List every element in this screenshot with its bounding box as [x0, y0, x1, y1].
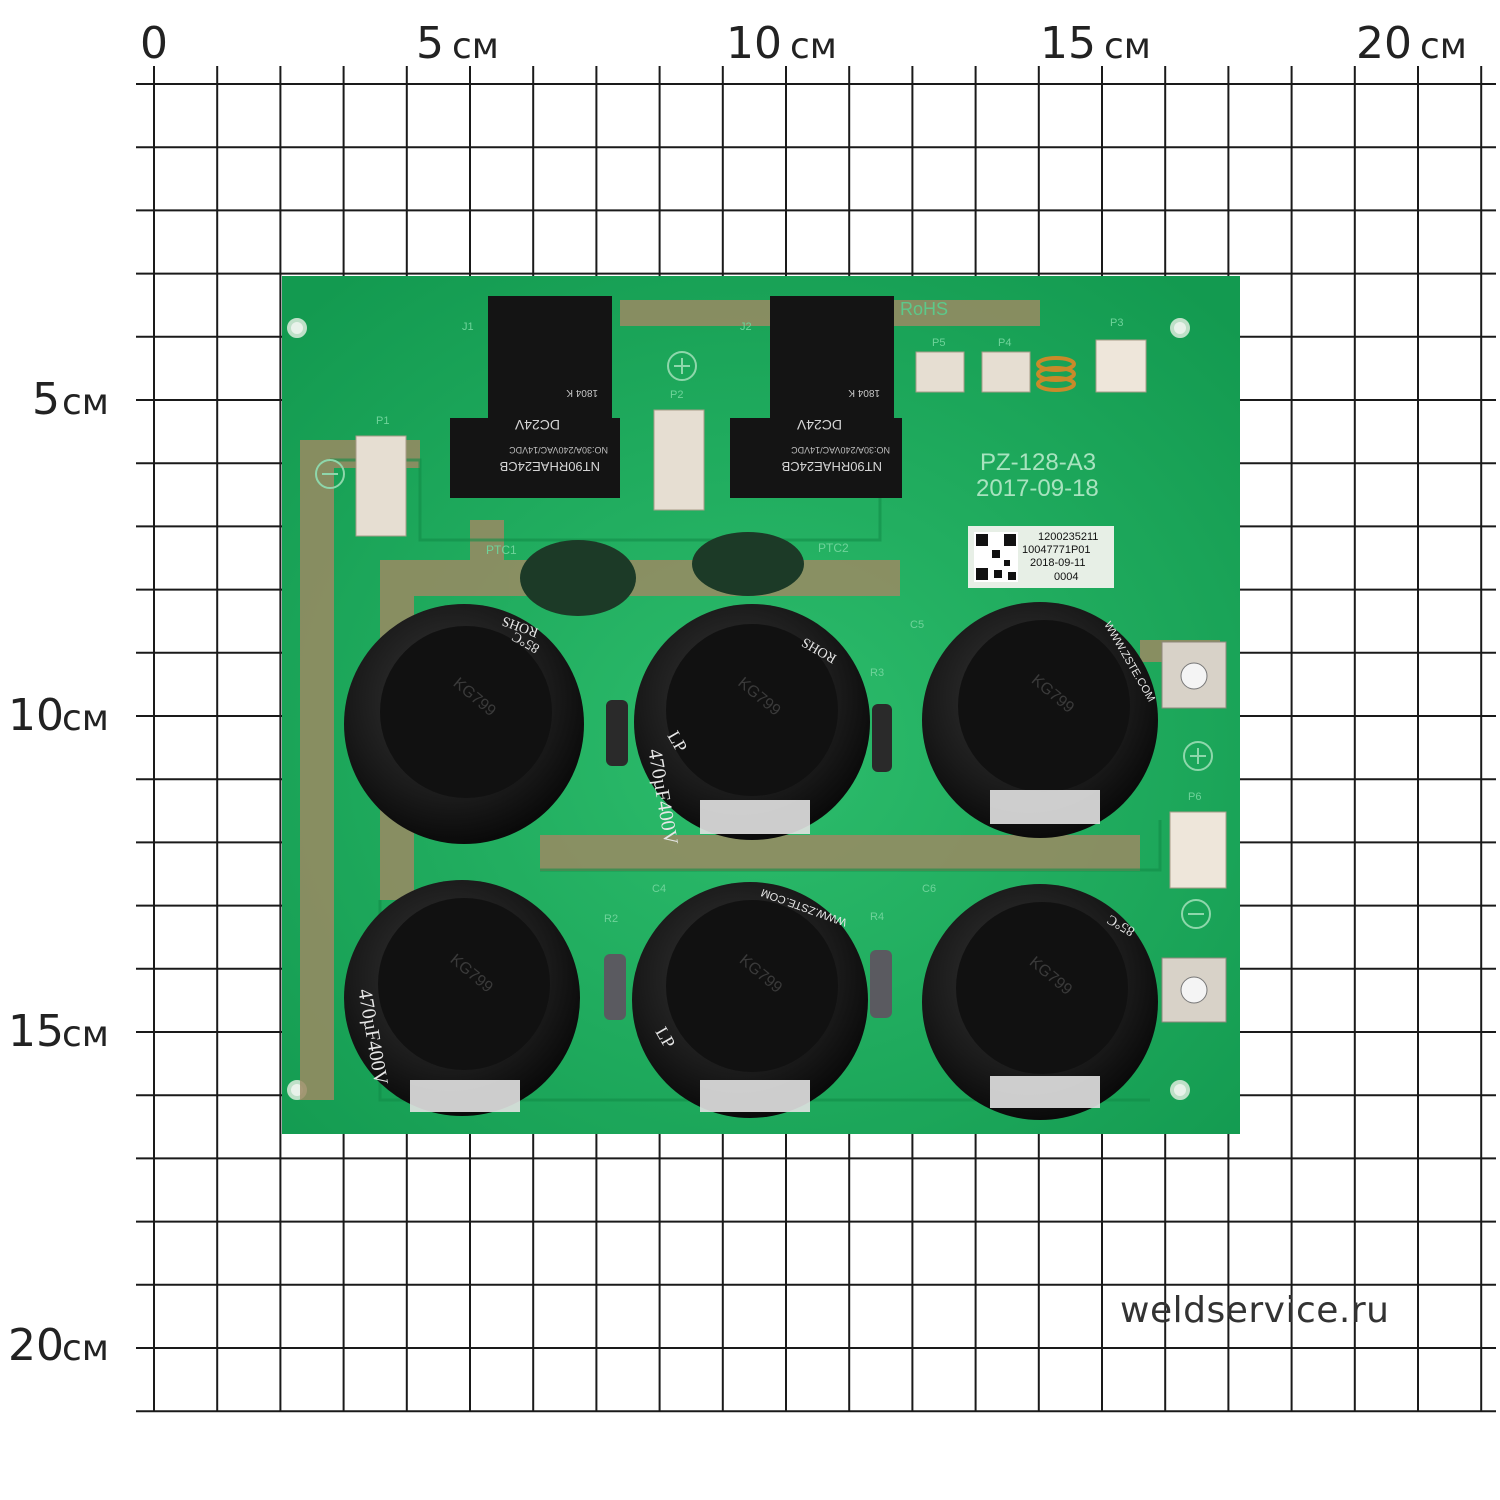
connector-p5: P5: [915, 337, 965, 393]
resistor-r4: R4: [870, 911, 892, 1018]
cap-ref: C6: [922, 883, 936, 895]
connector-p3: P3: [1095, 317, 1147, 393]
top-num: 20: [1356, 18, 1412, 69]
relay-coil: DC24V: [796, 417, 842, 433]
minus-icon: [315, 459, 345, 489]
capacitor-c1: KG799 85°C ROHS: [344, 604, 584, 844]
top-unit: см: [790, 26, 837, 67]
fuse-coil-icon: [1036, 356, 1076, 392]
left-label-10: 10 см: [8, 690, 109, 741]
left-unit: см: [62, 698, 109, 739]
top-label-10: 10 см: [726, 18, 837, 69]
left-label-5: 5 см: [32, 374, 109, 425]
connector-ref: P5: [932, 337, 945, 349]
cap-ref: C4: [652, 883, 666, 895]
copper-traces: [300, 300, 1220, 1100]
relay-rating: NO:30A/240VAC/14VDC: [791, 445, 890, 455]
capacitor-c3: KG799 WWW.ZSTE.COM: [922, 602, 1158, 838]
left-num: 10: [8, 690, 64, 741]
connector-p6: P6: [1169, 791, 1227, 889]
minus-icon: [1181, 899, 1211, 929]
left-num: 5: [32, 374, 60, 425]
resistor-r2: R2: [604, 913, 626, 1020]
connector-ref: P4: [998, 337, 1011, 349]
screw-terminal-bottom: [1161, 957, 1227, 1023]
board-date: 2017-09-18: [976, 475, 1099, 502]
sticker-line: 10047771P01: [1022, 544, 1091, 556]
board-model: PZ-128-A3: [980, 449, 1096, 476]
relay-coil: DC24V: [514, 417, 560, 433]
relay-part: NT90RHAE24CB: [782, 459, 882, 474]
relay-ref: J1: [462, 321, 474, 333]
connector-ref: P1: [376, 415, 389, 427]
resistor-r1: [606, 700, 628, 766]
capacitor-c5: KG799 WWW.ZSTE.COM LP: [632, 882, 868, 1118]
barcode-sticker: 1200235211 10047771P01 2018-09-11 0004: [968, 526, 1114, 588]
top-unit: см: [1104, 26, 1151, 67]
qr-code-icon: [974, 532, 1018, 582]
top-label-5: 5 см: [416, 18, 499, 69]
relay-part: NT90RHAE24CB: [500, 459, 600, 474]
sticker-line: 2018-09-11: [1030, 557, 1085, 569]
top-num: 5: [416, 18, 444, 69]
resistor-ref: R4: [870, 911, 884, 923]
relay-rating: NO:30A/240VAC/14VDC: [509, 445, 608, 455]
connector-p1: P1: [355, 415, 407, 537]
capacitor-c2: KG799 470µF400V LP ROHS: [634, 604, 870, 847]
connector-ref: P2: [670, 389, 683, 401]
ptc1: PTC1: [486, 540, 636, 616]
top-num: 15: [1040, 18, 1096, 69]
top-label-15: 15 см: [1040, 18, 1151, 69]
top-num: 10: [726, 18, 782, 69]
left-num: 15: [8, 1006, 64, 1057]
resistor-ref: R2: [604, 913, 618, 925]
left-ruler: 5 см 10 см 15 см 20 см: [8, 374, 109, 1371]
relay-ref: J2: [740, 321, 752, 333]
left-unit: см: [62, 1328, 109, 1369]
plus-icon: [1183, 741, 1213, 771]
ptc2: PTC2: [692, 532, 849, 596]
resistor-ref: R3: [870, 667, 884, 679]
plus-icon: [667, 351, 697, 381]
capacitor-c6: KG799 85°C: [922, 884, 1158, 1120]
sticker-line: 1200235211: [1038, 531, 1098, 543]
connector-ref: P3: [1110, 317, 1123, 329]
top-unit: см: [452, 26, 499, 67]
connector-ref: P6: [1188, 791, 1201, 803]
left-unit: см: [62, 1014, 109, 1055]
capacitor-c4: KG799 470µF400V: [344, 880, 580, 1116]
left-unit: см: [62, 382, 109, 423]
connector-p4: P4: [981, 337, 1031, 393]
ruler-zero: 0: [140, 18, 168, 69]
sticker-line: 0004: [1054, 571, 1078, 583]
pcb-board: PZ-128-A3 2017-09-18 RoHS 1200235211 100…: [282, 276, 1240, 1134]
cap-ref: C5: [910, 619, 924, 631]
ptc-ref: PTC1: [486, 543, 517, 557]
relay-j2: 1804 K DC24V NT90RHAE24CB NO:30A/240VAC/…: [730, 296, 902, 498]
watermark: weldservice.ru: [1120, 1290, 1390, 1331]
top-ruler: 0 5 см 10 см 15 см 20 см: [140, 18, 1467, 69]
rohs-silk: RoHS: [900, 299, 948, 319]
relay-lot: 1804 K: [566, 387, 598, 398]
left-num: 20: [8, 1320, 64, 1371]
relay-lot: 1804 K: [848, 387, 880, 398]
screw-terminal-top: [1161, 641, 1227, 709]
connector-p2: P2: [653, 389, 705, 511]
left-label-15: 15 см: [8, 1006, 109, 1057]
resistor-r3: R3: [870, 667, 892, 772]
top-label-20: 20 см: [1356, 18, 1467, 69]
ptc-ref: PTC2: [818, 541, 849, 555]
top-unit: см: [1420, 26, 1467, 67]
left-label-20: 20 см: [8, 1320, 109, 1371]
relay-j1: 1804 K DC24V NT90RHAE24CB NO:30A/240VAC/…: [450, 296, 620, 498]
